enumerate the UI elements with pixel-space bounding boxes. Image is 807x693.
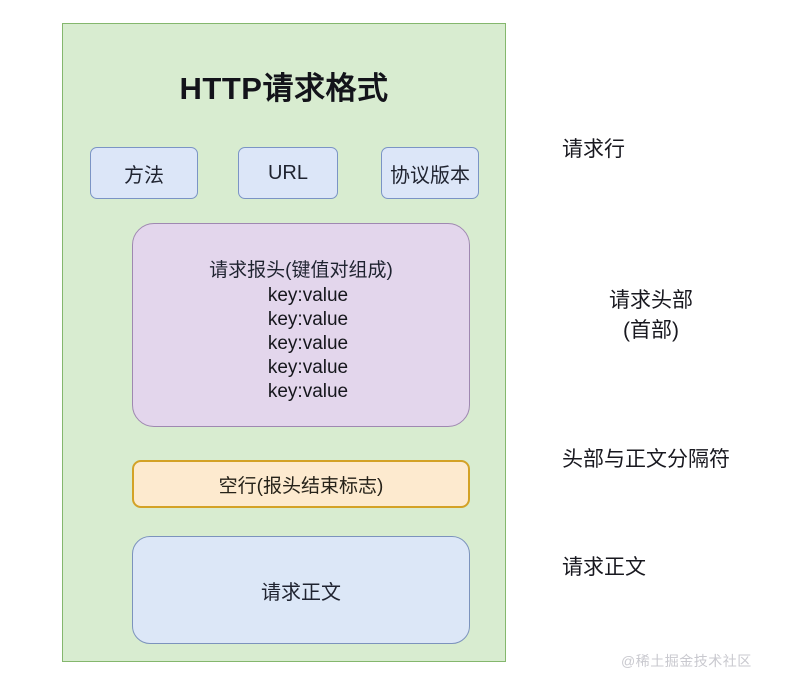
request-header-box: 请求报头(键值对组成) key:value key:value key:valu… [132,223,470,427]
request-body-box: 请求正文 [132,536,470,644]
blank-line-box: 空行(报头结束标志) [132,460,470,508]
watermark: @稀土掘金技术社区 [621,653,752,669]
side-label-separator: 头部与正文分隔符 [562,448,730,471]
request-header-kv-list: key:value key:value key:value key:value … [133,284,469,404]
request-header-kv-line: key:value [267,333,349,354]
request-body-label: 请求正文 [261,581,341,604]
request-header-kv-line: key:value [267,357,349,378]
request-header-kv-line: key:value [267,381,349,402]
request-line-box-method: 方法 [90,147,198,199]
blank-line-label: 空行(报头结束标志) [218,475,384,497]
side-label-request-header: 请求头部 (首部) [609,289,693,342]
page-title: HTTP请求格式 [179,71,389,106]
request-line-row: 方法 URL 协议版本 [63,147,505,199]
request-line-box-url: URL [238,147,338,199]
request-format-panel: HTTP请求格式 方法 URL 协议版本 请求报头(键值对组成) key:val… [62,23,506,662]
side-label-request-line: 请求行 [562,138,625,161]
request-line-box-url-label: URL [267,161,308,184]
request-line-box-protocol-version-label: 协议版本 [390,164,470,187]
side-label-request-body: 请求正文 [562,556,646,579]
request-line-box-protocol-version: 协议版本 [381,147,479,199]
request-header-kv-line: key:value [267,285,349,306]
request-line-box-method-label: 方法 [124,164,164,187]
request-header-title: 请求报头(键值对组成) [209,260,393,281]
request-header-kv-line: key:value [267,309,349,330]
